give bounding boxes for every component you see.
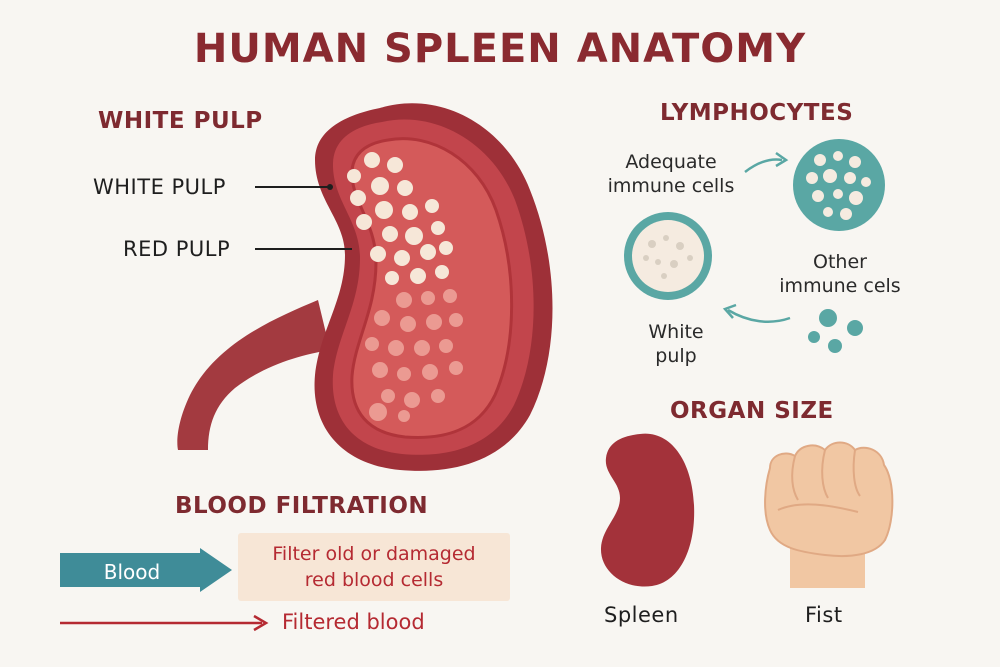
other-immune-cells-label: Other immune cels xyxy=(770,250,910,298)
white-line-1: White xyxy=(648,321,704,343)
spleen-vessel xyxy=(177,300,330,450)
white-pulp-nodules xyxy=(347,152,453,285)
adequate-immune-cells-label: Adequate immune cells xyxy=(596,150,746,198)
adequate-line-1: Adequate xyxy=(625,151,717,173)
blood-filtration-section-label: BLOOD FILTRATION xyxy=(175,493,429,519)
blood-arrow-label: Blood xyxy=(103,560,161,584)
white-pulp-section-label: WHITE PULP xyxy=(98,108,263,134)
other-immune-cells-dots xyxy=(808,309,863,353)
white-pulp-callout-dot xyxy=(327,184,333,190)
other-line-1: Other xyxy=(813,251,867,273)
white-pulp-cell xyxy=(624,212,712,300)
filter-description-box: Filter old or damaged red blood cells xyxy=(238,533,510,601)
fist-size-label: Fist xyxy=(805,603,843,627)
lymphocytes-section-label: LYMPHOCYTES xyxy=(660,100,854,126)
white-pulp-cell-label: White pulp xyxy=(626,320,726,368)
arrow-to-white-pulp xyxy=(727,308,791,323)
other-line-2: immune cels xyxy=(779,275,901,297)
adequate-line-2: immune cells xyxy=(607,175,735,197)
filter-box-line-2: red blood cells xyxy=(304,569,444,591)
arrow-head-2 xyxy=(722,303,737,319)
white-pulp-callout-label: WHITE PULP xyxy=(93,175,226,199)
spleen-size-icon xyxy=(600,433,695,587)
spleen-organ xyxy=(177,103,553,471)
filter-box-line-1: Filter old or damaged xyxy=(272,543,476,565)
adequate-immune-cell xyxy=(793,139,885,231)
organ-size-section-label: ORGAN SIZE xyxy=(670,398,834,424)
filtered-blood-label: Filtered blood xyxy=(282,610,425,634)
filtered-blood-arrow-head xyxy=(253,614,269,632)
fist-icon xyxy=(764,441,894,588)
arrow-head-1 xyxy=(775,151,789,168)
red-pulp-callout-label: RED PULP xyxy=(123,237,231,261)
page-title: HUMAN SPLEEN ANATOMY xyxy=(193,26,807,72)
white-line-2: pulp xyxy=(655,345,697,367)
blood-arrow-icon xyxy=(60,548,232,592)
red-pulp-nodules xyxy=(365,289,463,422)
arrow-to-immune-cell xyxy=(744,158,783,173)
spleen-size-label: Spleen xyxy=(604,603,679,627)
